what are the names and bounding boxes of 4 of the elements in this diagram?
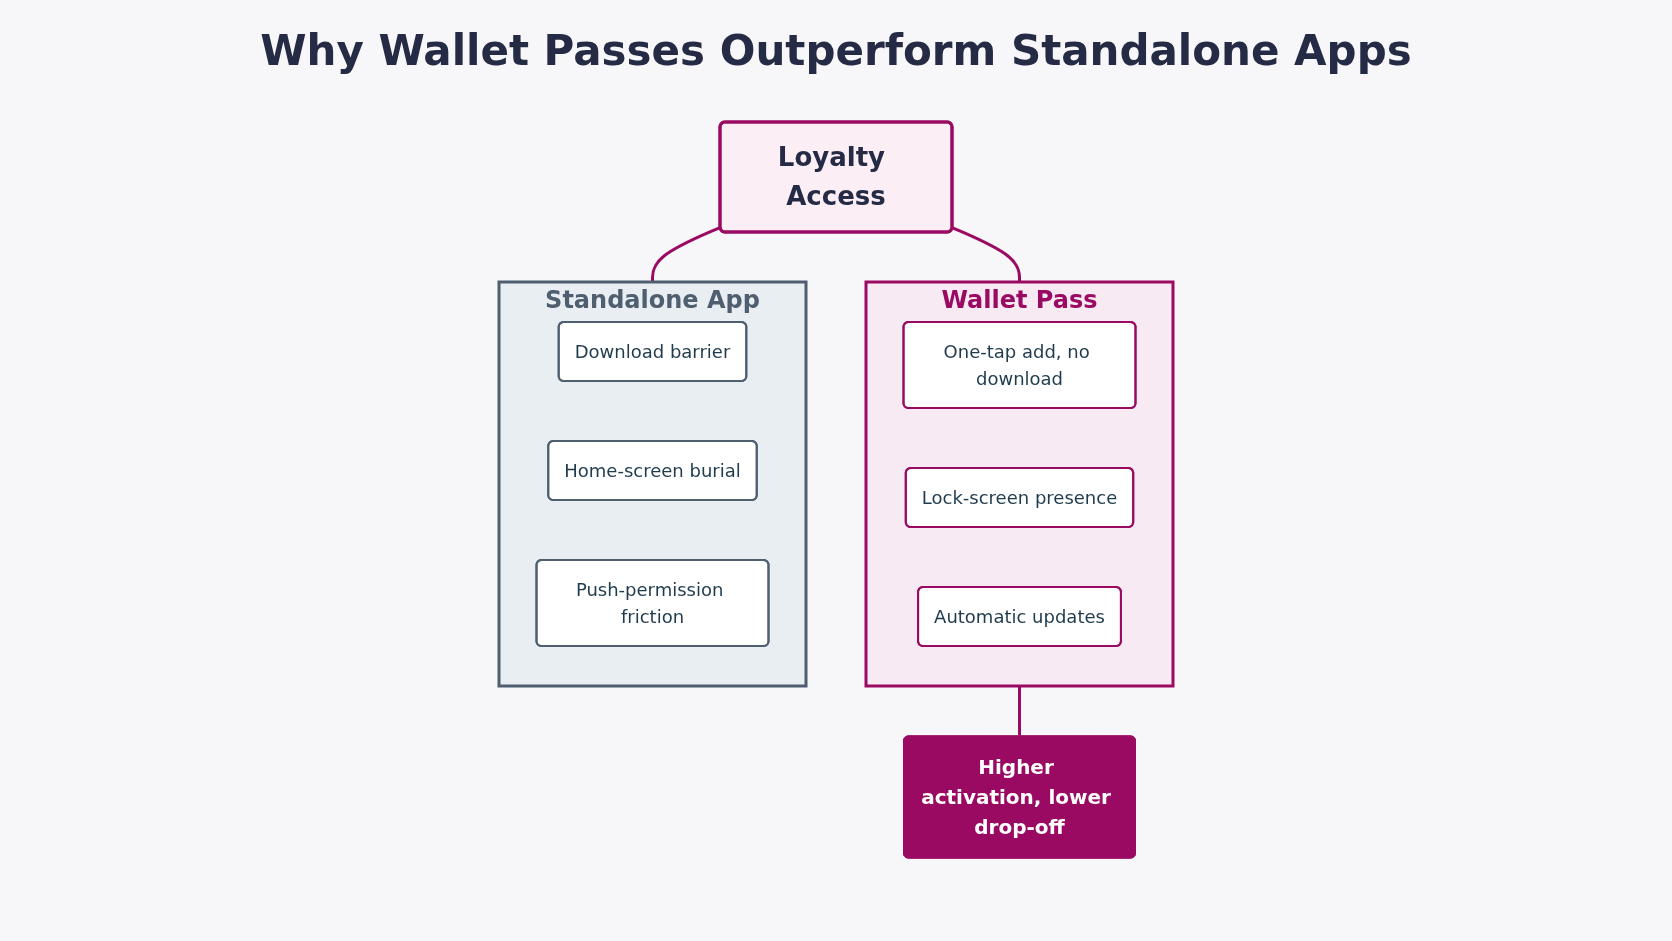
connector (1018, 686, 1021, 736)
connector (951, 226, 1021, 282)
connector (651, 226, 721, 282)
title: Why Wallet Passes Outperform Standalone Apps (259, 26, 1413, 75)
